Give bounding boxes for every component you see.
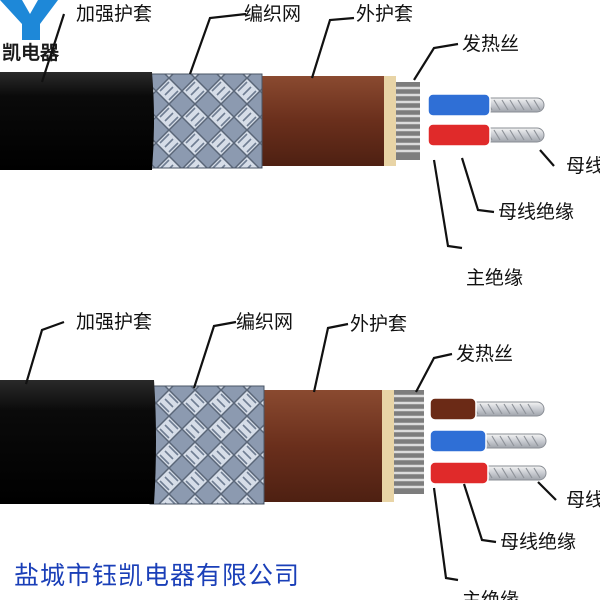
heating-wire-coil: [394, 390, 424, 494]
label-busbar-insulation: 母线绝缘: [498, 201, 574, 223]
outer-sheath: [264, 390, 392, 502]
label-braided-mesh: 编织网: [244, 3, 301, 25]
label-braided-mesh: 编织网: [236, 311, 293, 333]
labels-bottom: 加强护套 编织网 外护套 发热丝 母线 母线绝缘 主绝缘: [76, 311, 600, 600]
logo-mark-icon: [0, 0, 58, 40]
label-busbar: 母线: [566, 489, 600, 511]
busbar-insulation-core: [429, 429, 487, 453]
label-busbar: 母线: [566, 155, 600, 177]
busbar-insulation-core: [429, 397, 477, 421]
braided-mesh: [149, 385, 265, 505]
logo: 凯电器: [0, 0, 60, 64]
label-heating-wire: 发热丝: [456, 343, 513, 365]
company-name: 盐城市钰凯电器有限公司: [14, 561, 301, 590]
busbar-insulation-core: [427, 93, 491, 117]
braided-mesh: [147, 73, 263, 169]
label-main-insulation: 主绝缘: [462, 589, 519, 600]
label-reinforced-sheath: 加强护套: [76, 311, 152, 333]
leader-lines-bottom: [24, 320, 557, 582]
label-outer-sheath: 外护套: [356, 3, 413, 25]
outer-sheath: [262, 76, 392, 166]
label-reinforced-sheath: 加强护套: [76, 3, 152, 25]
heating-wire-coil: [392, 82, 420, 160]
leader-lines-top: [40, 12, 555, 250]
reinforced-sheath: [0, 72, 154, 170]
label-busbar-insulation: 母线绝缘: [500, 531, 576, 553]
logo-text: 凯电器: [2, 41, 60, 64]
labels-top: 加强护套 编织网 外护套 发热丝 母线 母线绝缘 主绝缘: [76, 3, 600, 289]
cable-bottom: [0, 380, 547, 505]
cable-top: [0, 72, 545, 170]
busbar-insulation-core: [427, 123, 491, 147]
busbar-wire: [477, 433, 547, 449]
label-heating-wire: 发热丝: [462, 33, 519, 55]
reinforced-sheath: [0, 380, 156, 504]
label-main-insulation: 主绝缘: [466, 267, 523, 289]
busbar-insulation-core: [429, 461, 489, 485]
label-outer-sheath: 外护套: [350, 313, 407, 335]
